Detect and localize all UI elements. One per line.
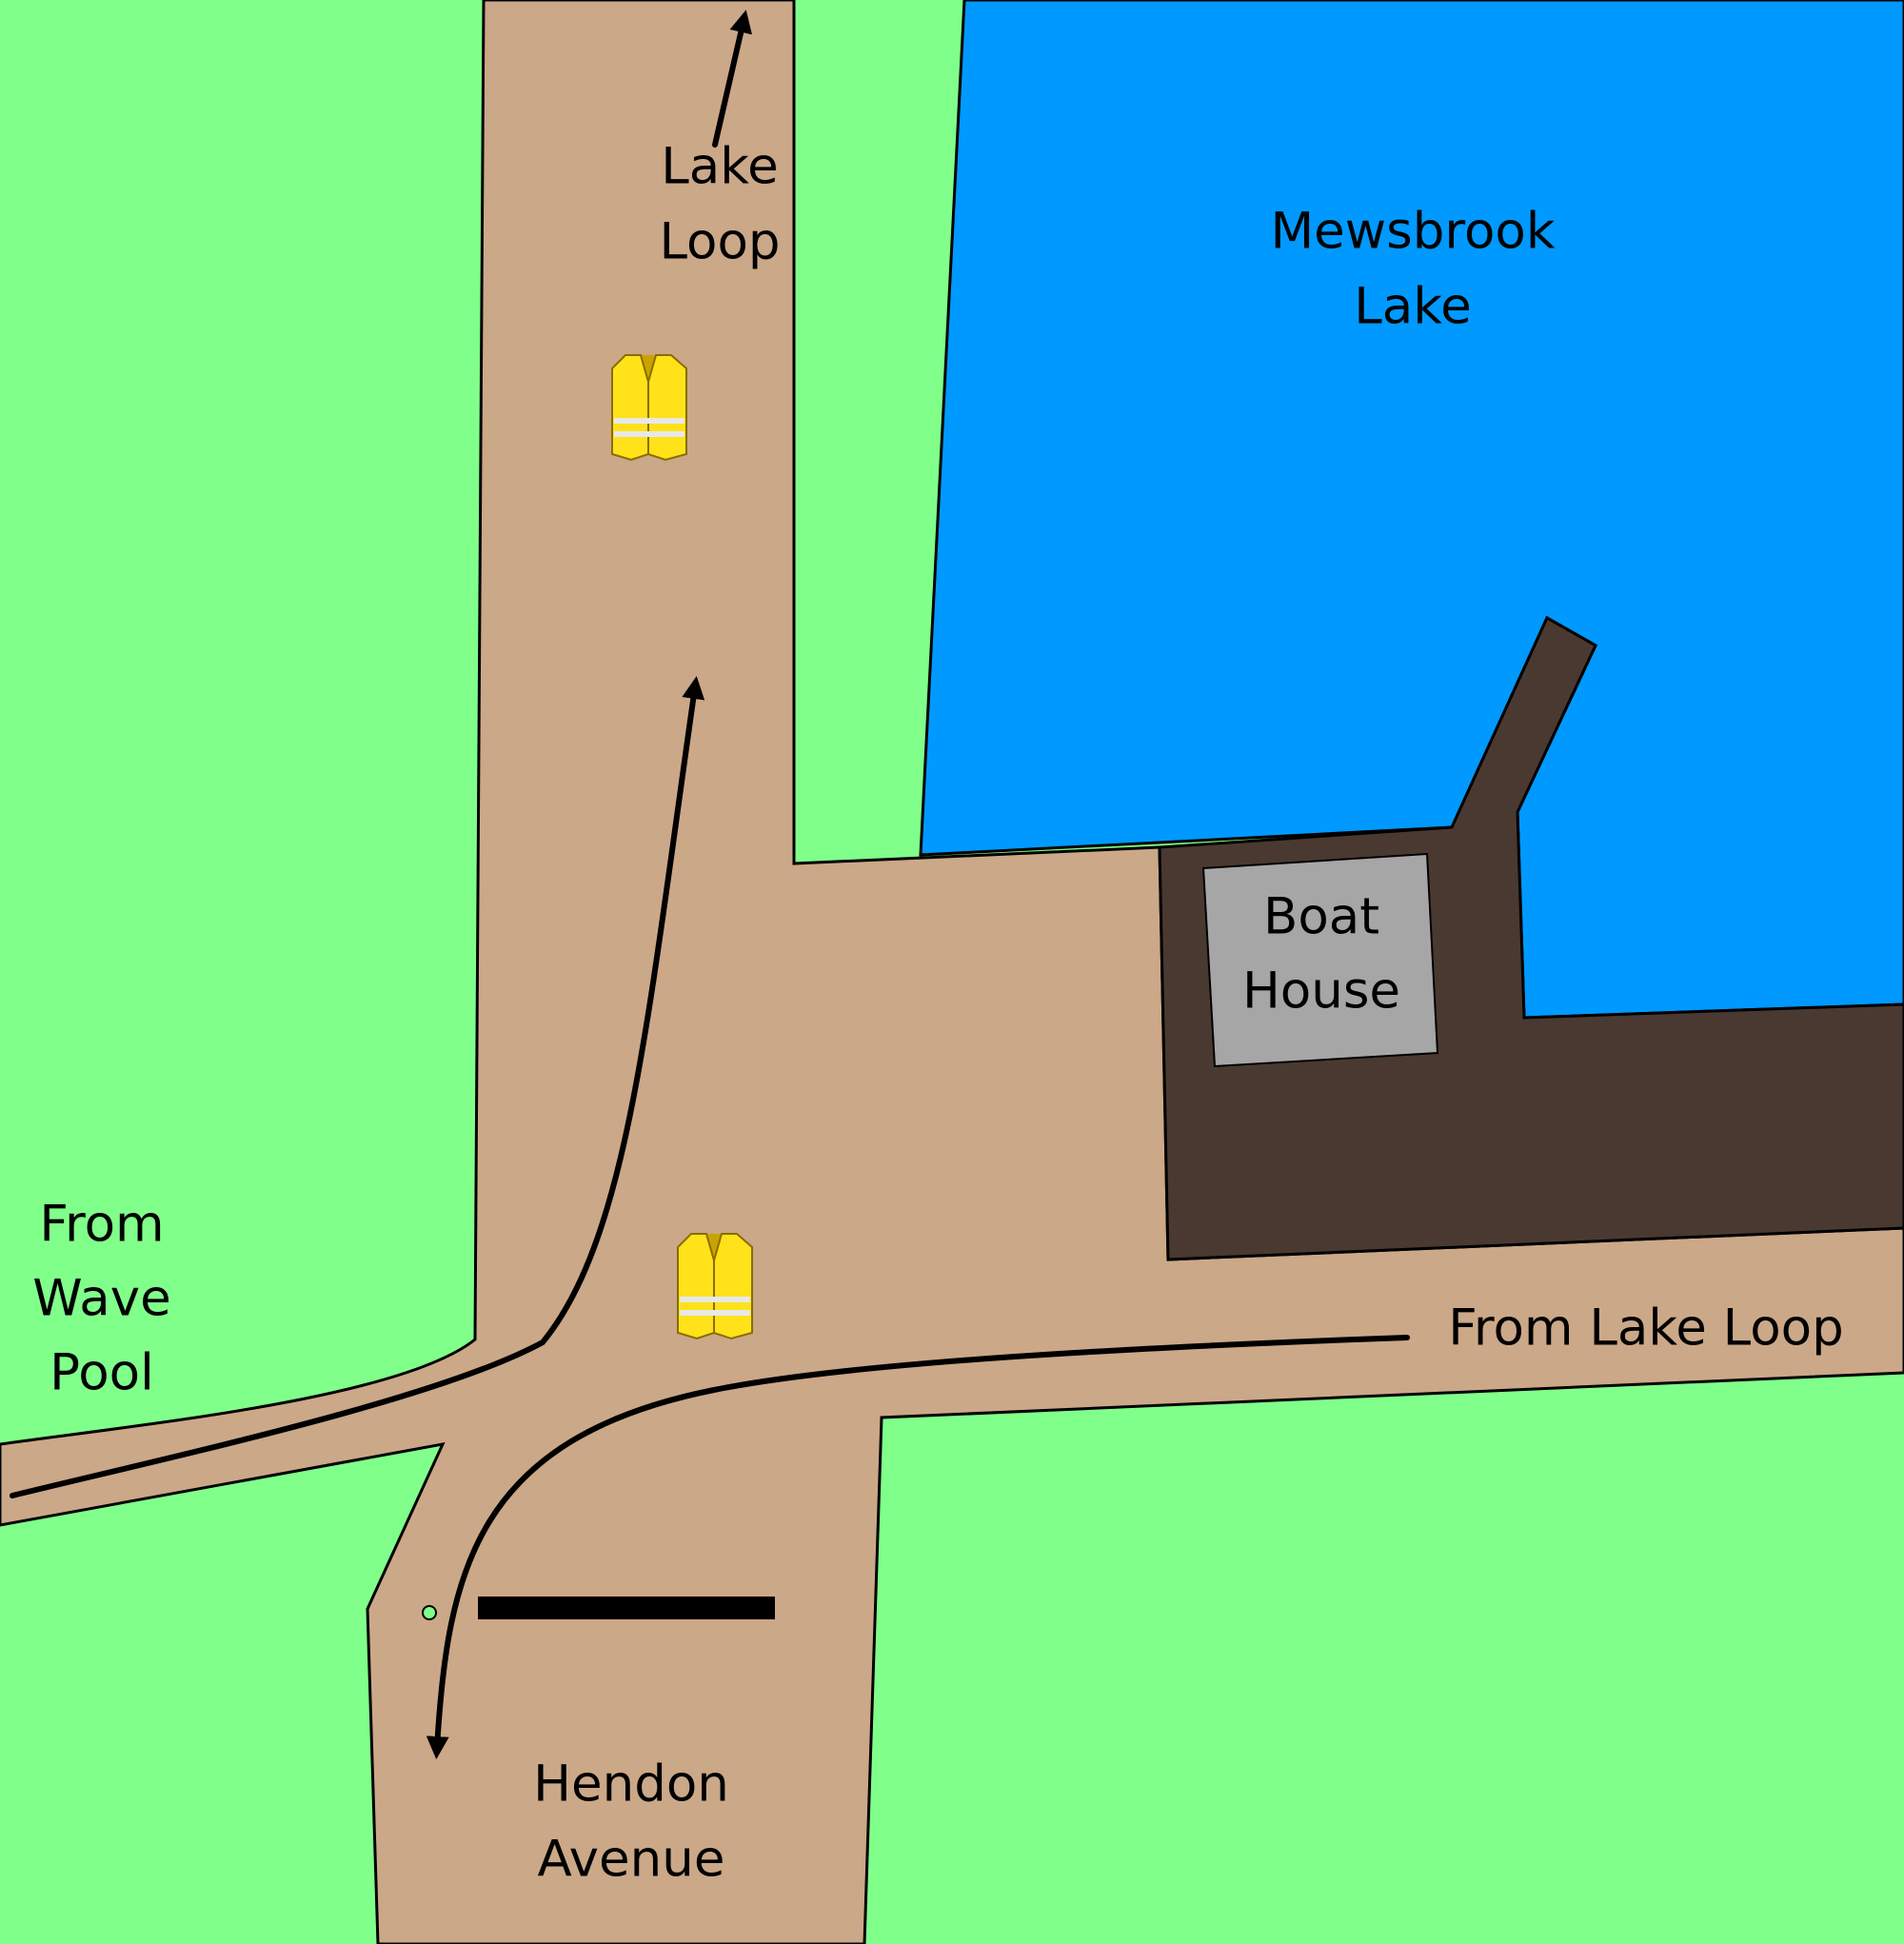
label-lake-loop-line1: Lake xyxy=(661,138,778,196)
label-boat-house-line2: House xyxy=(1242,962,1400,1021)
boat-house-building xyxy=(1201,852,1439,1068)
label-lake-line1: Mewsbrook xyxy=(1270,203,1555,261)
label-wave-pool-line3: Pool xyxy=(50,1344,154,1402)
route-arrow-south-to-hendon xyxy=(426,1335,1410,1759)
label-lake-line2: Lake xyxy=(1354,278,1471,336)
label-hendon-line2: Avenue xyxy=(538,1831,725,1889)
boat-yard-hardstanding xyxy=(1158,615,1904,1261)
label-lake-loop-line2: Loop xyxy=(659,213,780,271)
label-from-lake-loop: From Lake Loop xyxy=(1448,1299,1844,1358)
label-boat-house-line1: Boat xyxy=(1263,888,1379,946)
label-wave-pool-line2: Wave xyxy=(32,1270,170,1328)
label-wave-pool-line1: From xyxy=(39,1196,164,1254)
hi-vis-vest-icon xyxy=(611,354,687,462)
route-arrows xyxy=(10,10,1410,1759)
hi-vis-vest-icon xyxy=(677,1233,753,1340)
route-arrow-north xyxy=(10,676,705,1498)
bollard-icon xyxy=(422,1605,437,1620)
road-barrier xyxy=(478,1597,775,1619)
route-arrow-to-lake-loop xyxy=(712,10,752,148)
label-hendon-line1: Hendon xyxy=(533,1756,729,1814)
